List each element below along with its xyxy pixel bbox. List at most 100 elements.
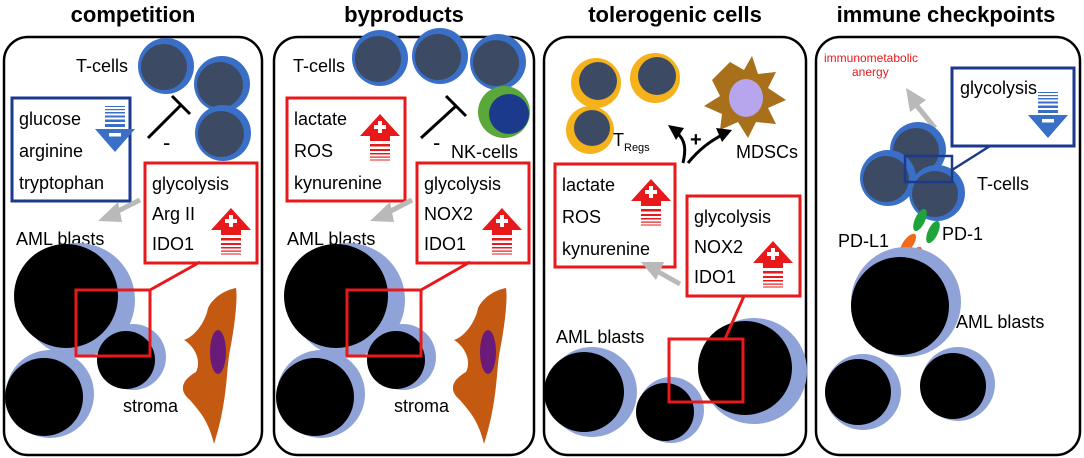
tcell-icon <box>470 34 526 90</box>
aml-blasts-label: AML blasts <box>556 327 644 347</box>
box-item: IDO1 <box>694 267 736 287</box>
zoom-square <box>667 337 745 404</box>
aml-blast-core <box>14 244 118 348</box>
treg-label: TRegs <box>613 130 650 154</box>
box-item: IDO1 <box>424 234 466 254</box>
tcells-label: T-cells <box>977 174 1029 194</box>
aml-blasts-label: AML blasts <box>956 312 1044 332</box>
box-item: NOX2 <box>424 204 473 224</box>
byproducts-box <box>285 96 407 203</box>
gray-arrowhead <box>906 88 926 112</box>
panel-checkpoints: immunometabolic anergy glycolysis T-cell… <box>824 51 1076 430</box>
aml-blast-core <box>698 321 792 415</box>
panel-title-tolerogenic: tolerogenic cells <box>588 2 762 27</box>
panel-frame-checkpoints <box>814 35 1082 457</box>
mdsc-label: MDSCs <box>736 142 798 162</box>
box-item: lactate <box>294 109 347 129</box>
plus-sign: + <box>690 129 702 151</box>
aml-blast-core <box>5 358 83 436</box>
aml-blast-core <box>851 257 949 355</box>
pdl1-label: PD-L1 <box>838 231 889 251</box>
treg-nucleus <box>579 62 617 100</box>
treg-nucleus <box>574 110 610 146</box>
tcells-label: T-cells <box>293 56 345 76</box>
box-item: glycolysis <box>694 207 771 227</box>
zoom-line <box>951 144 991 172</box>
aml-blast-core <box>276 358 354 436</box>
pd1-receptor <box>926 220 940 244</box>
inhibition-icon <box>419 94 468 140</box>
box-item: kynurenine <box>562 239 650 259</box>
aml-blast-core <box>544 352 624 432</box>
gray-arrow <box>915 104 937 130</box>
tcell-icon <box>412 28 468 84</box>
tcells-label: T-cells <box>76 56 128 76</box>
aml-blast-core <box>97 331 155 389</box>
zoom-line <box>723 295 746 340</box>
nk-cells-label: NK-cells <box>451 142 518 162</box>
inhibit-sign: - <box>433 130 440 155</box>
upregulated-box <box>143 161 259 265</box>
tcell-icon <box>352 30 408 86</box>
mdsc-nucleus <box>729 79 763 117</box>
panel-title-byproducts: byproducts <box>344 2 464 27</box>
tcell-icon <box>860 150 916 206</box>
pd1-receptor <box>913 208 927 232</box>
box-item: ROS <box>294 141 333 161</box>
box-item: glycolysis <box>960 78 1037 98</box>
gray-arrowhead <box>98 202 122 222</box>
box-item: IDO1 <box>152 234 194 254</box>
panel-frame-competition <box>2 35 264 457</box>
upregulated-box <box>685 194 802 298</box>
zoom-square <box>74 288 152 358</box>
box-item: Arg II <box>152 204 195 224</box>
box-item: ROS <box>562 207 601 227</box>
panel-frame-tolerogenic <box>542 35 808 457</box>
pd1-label: PD-1 <box>942 224 983 244</box>
stroma-cell <box>182 288 237 444</box>
box-item: tryptophan <box>19 173 104 193</box>
panel-title-checkpoints: immune checkpoints <box>837 2 1056 27</box>
anergy-label-line2: anergy <box>852 65 889 79</box>
aml-blast-core <box>284 244 388 348</box>
tcell-icon <box>195 105 251 161</box>
arrowhead <box>668 125 684 140</box>
zoom-square <box>345 288 423 358</box>
inhibit-sign: - <box>163 130 170 155</box>
box-item: glucose <box>19 109 81 129</box>
depleted-nutrients-box <box>10 96 132 203</box>
zoom-line <box>420 260 471 292</box>
box-item: lactate <box>562 175 615 195</box>
upregulated-box <box>415 161 531 265</box>
nk-cell-nucleus <box>489 94 529 134</box>
anergy-label-line1: immunometabolic <box>824 51 918 65</box>
stroma-nucleus <box>480 330 496 374</box>
aml-blast-core <box>920 353 986 419</box>
zoom-line <box>149 260 201 292</box>
tcell-icon <box>194 56 250 112</box>
aml-blast-core <box>367 331 425 389</box>
treg-nucleus <box>638 57 676 95</box>
box-item: arginine <box>19 141 83 161</box>
inhibition-icon <box>146 94 192 140</box>
stroma-label: stroma <box>123 396 179 416</box>
box-item: NOX2 <box>694 237 743 257</box>
tcell-icon <box>909 165 965 221</box>
box-item: glycolysis <box>152 174 229 194</box>
aml-blast-core <box>636 383 694 441</box>
panel-competition: T-cells - glucose arginine tryptophan gl… <box>5 38 259 444</box>
panel-tolerogenic: TRegs MDSCs + lactate ROS kynurenine gly… <box>544 53 807 443</box>
stroma-cell <box>452 288 507 444</box>
tcell-icon <box>138 38 194 94</box>
box-item: kynurenine <box>294 173 382 193</box>
panel-frame-byproducts <box>272 35 536 457</box>
panel-byproducts: T-cells NK-cells - lactate ROS kynurenin… <box>276 28 531 444</box>
panel-title-competition: competition <box>71 2 196 27</box>
gray-arrowhead <box>641 262 664 280</box>
box-item: glycolysis <box>424 174 501 194</box>
arrowhead <box>716 128 732 142</box>
stroma-label: stroma <box>394 396 450 416</box>
gray-arrowhead <box>370 202 394 222</box>
stroma-nucleus <box>210 330 226 374</box>
